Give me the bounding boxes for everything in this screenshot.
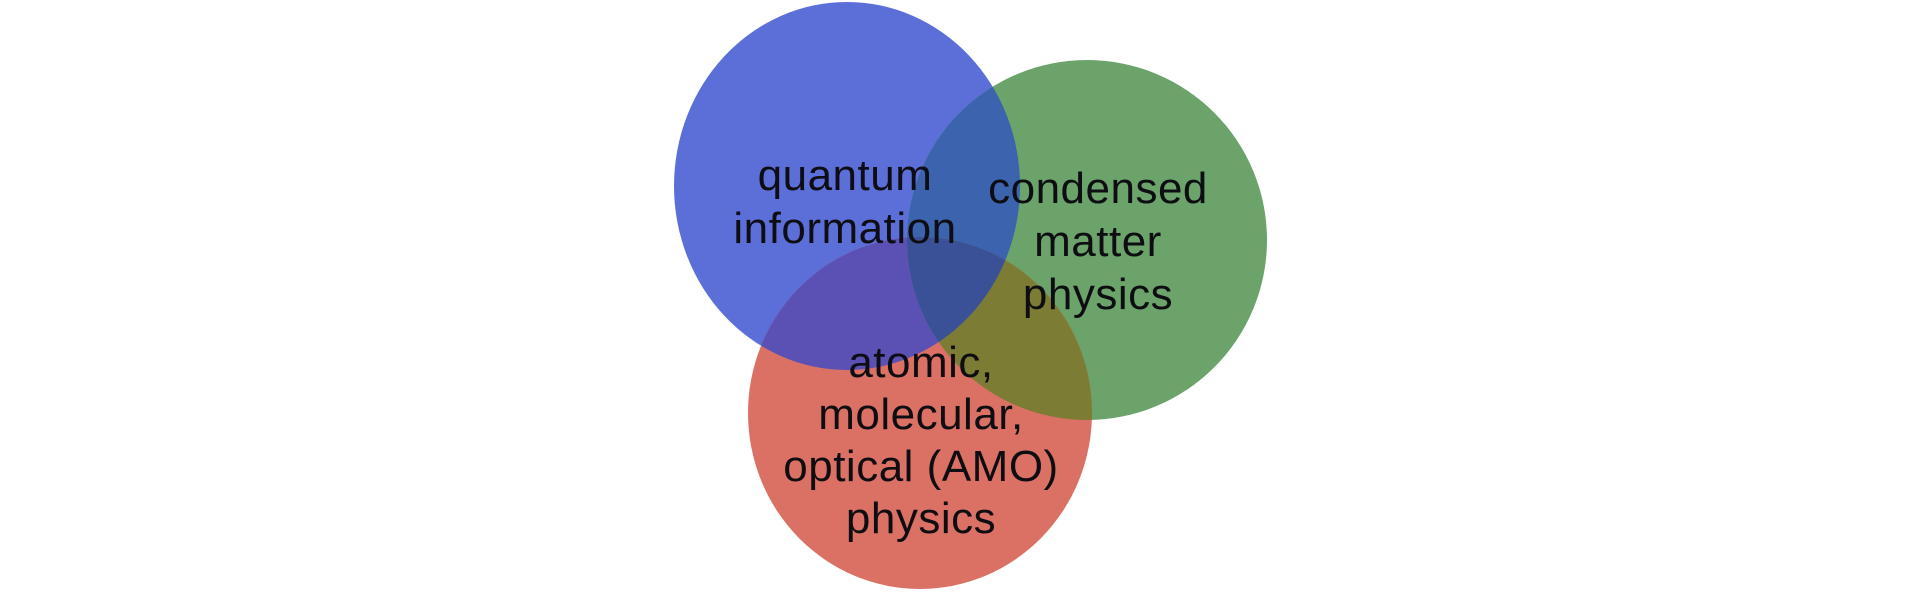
label-quantum-information-line-2: information (733, 204, 956, 253)
label-amo-physics-line-2: molecular, (818, 390, 1024, 439)
label-amo-physics-line-3: optical (AMO) (783, 442, 1058, 491)
label-condensed-matter-line-1: condensed (988, 164, 1208, 213)
label-amo-physics-line-4: physics (846, 494, 996, 543)
label-quantum-information-line-1: quantum (758, 151, 933, 200)
label-condensed-matter-line-3: physics (1023, 270, 1173, 319)
label-amo-physics-line-1: atomic, (848, 338, 993, 387)
label-condensed-matter-line-2: matter (1034, 217, 1162, 266)
